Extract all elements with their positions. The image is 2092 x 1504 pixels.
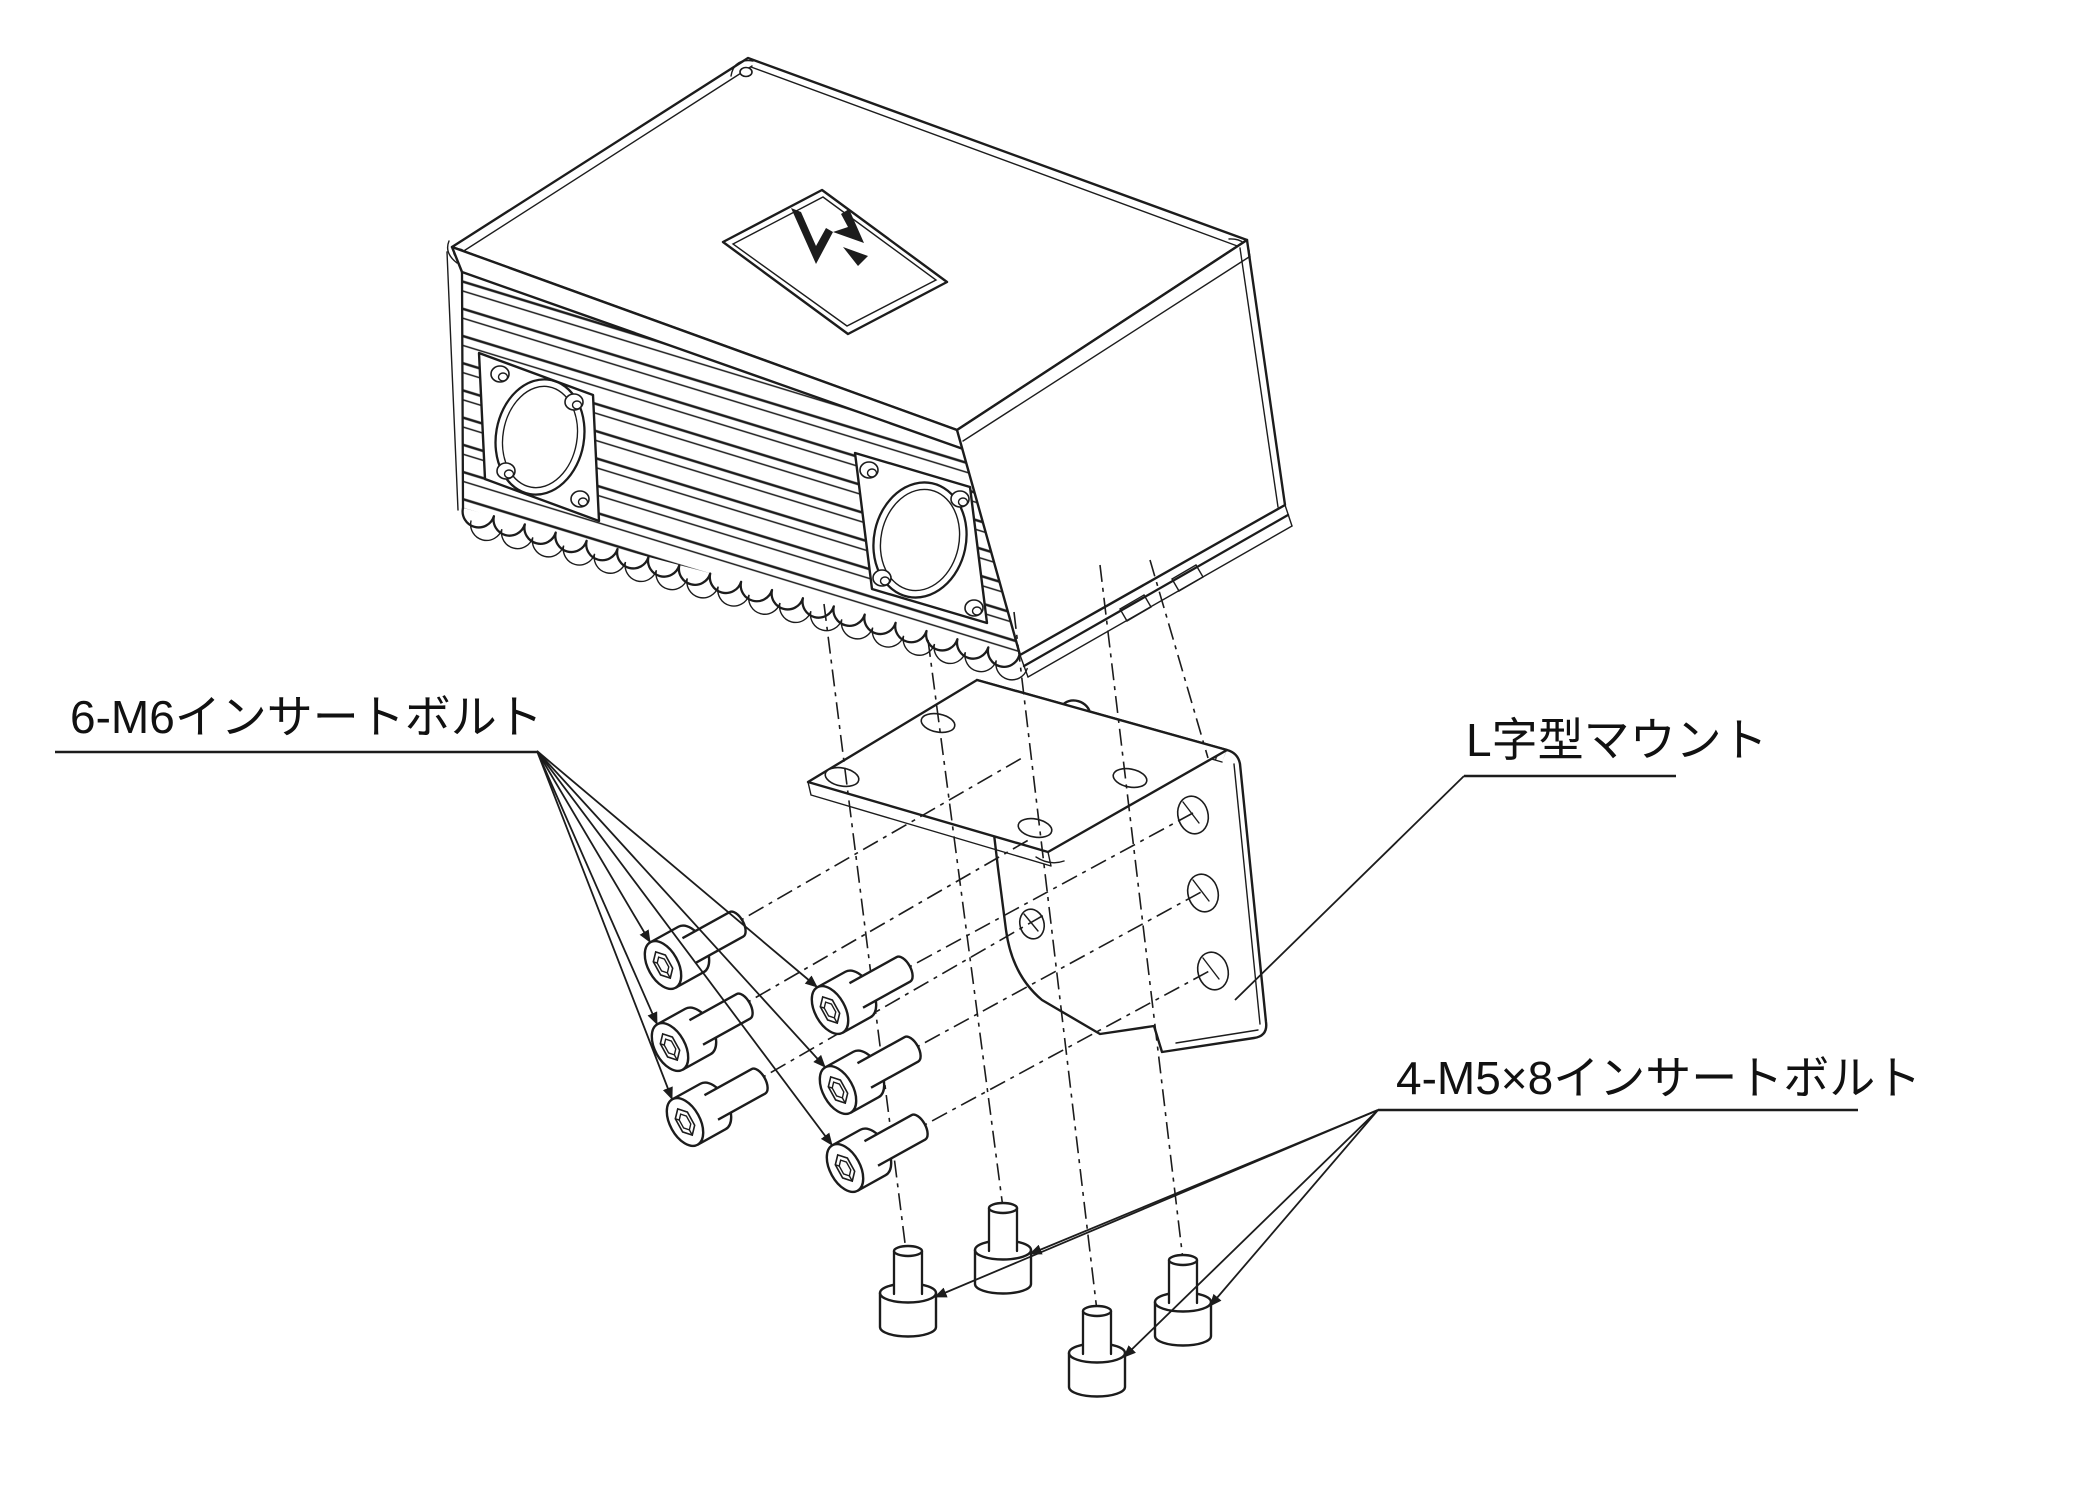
leader-line [536,750,673,1100]
leader-line [536,750,833,1146]
m5-bolt [973,1201,1033,1295]
corner-post [730,59,754,78]
leader-line [536,750,818,988]
screw-hole [859,461,984,617]
rim-notch [1119,594,1152,622]
callout-m6-bolts: 6-M6インサートボルト [55,691,833,1146]
leader-line [536,750,658,1025]
leader-line [1234,775,1465,1001]
leader-line [1209,1109,1379,1307]
leader-line [1029,1109,1379,1255]
bracket-wall-hole [1196,951,1230,991]
fin-serration [469,520,1028,681]
device-right-face [955,238,1293,678]
connector-port-left [477,351,601,523]
bracket-plate-hole [824,712,1148,839]
callout-mount-label: L字型マウント [1466,714,1768,766]
m5-bolt [1067,1304,1127,1398]
m6-bolt [803,941,924,1042]
device-unit [446,56,1293,681]
connector-port-right [853,451,989,625]
leader-line [536,750,651,943]
rim-notch [1171,564,1204,592]
logo-glyph [791,208,833,264]
top-edge-inner-line [458,65,753,255]
centerline [927,639,1004,1209]
bracket-wall-hole [1176,795,1210,835]
fin-serration [461,506,1021,668]
bracket-wall-hole [1186,873,1220,913]
screw-hole [490,365,590,508]
logo-glyph [843,247,868,266]
callout-m6-label: 6-M6インサートボルト [70,691,543,743]
bottom-rim [1019,504,1293,678]
leader-line [536,750,826,1068]
logo-glyph [833,209,864,243]
callout-mount: L字型マウント [1234,714,1768,1001]
m6-bolts [636,896,939,1200]
bracket-top-plate [806,678,1229,867]
device-logo-badge [721,188,949,336]
m5-bolts [878,1201,1213,1398]
top-edge-inner-line [750,66,1241,248]
m6-bolt [818,1099,939,1200]
leader-line [1123,1109,1379,1358]
m6-bolt [636,896,757,997]
callout-m5-label: 4-M5×8インサートボルト [1396,1052,1921,1104]
l-bracket [806,678,1268,1054]
m5-bolt [878,1244,938,1338]
centerline [1149,559,1209,759]
centerline [1013,611,1098,1312]
callout-m5-bolts: 4-M5×8インサートボルト [934,1052,1921,1358]
bracket-wall-hole [1018,908,1046,940]
